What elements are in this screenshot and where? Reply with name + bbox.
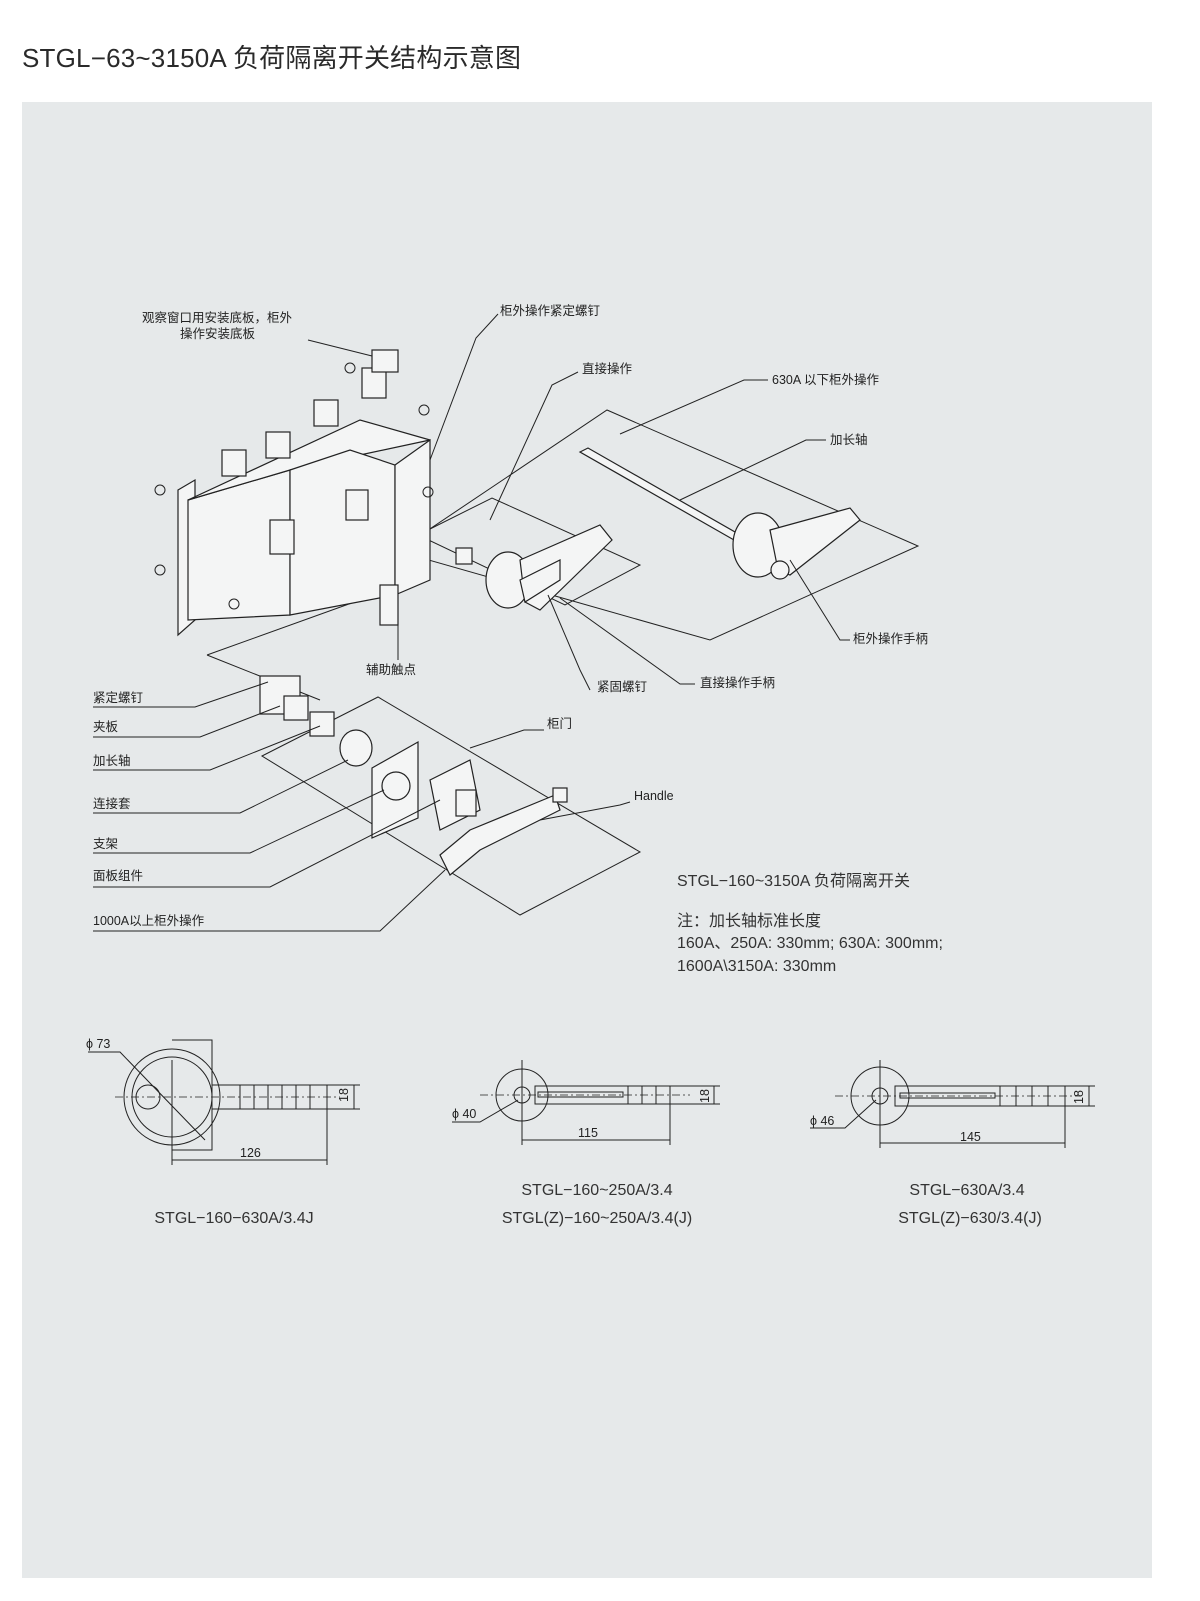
product-name: STGL−160~3150A 负荷隔离开关 xyxy=(677,872,910,890)
diagram-panel xyxy=(22,102,1152,1578)
label-mount-plate: 观察窗口用安装底板，柜外 xyxy=(142,310,293,325)
dim-diameter: ϕ 40 xyxy=(452,1107,476,1121)
leader-lines xyxy=(93,313,850,932)
label-direct-handle: 直接操作手柄 xyxy=(700,675,775,690)
model-caption: STGL−630A/3.4 xyxy=(909,1182,1024,1199)
dim-diameter: ϕ 46 xyxy=(810,1114,834,1128)
label-extension-shaft: 加长轴 xyxy=(830,432,868,447)
label-handle: Handle xyxy=(634,789,674,803)
page-title: STGL−63~3150A 负荷隔离开关结构示意图 xyxy=(22,43,522,73)
switch-body xyxy=(154,349,434,637)
label-left: 支架 xyxy=(93,837,118,851)
label-outer-handle: 柜外操作手柄 xyxy=(853,631,928,646)
dim-length: 115 xyxy=(578,1126,598,1140)
label-left: 面板组件 xyxy=(93,869,143,883)
label-left: 1000A以上柜外操作 xyxy=(93,913,205,928)
label-mount-plate-2: 操作安装底板 xyxy=(180,326,256,341)
door-handle-assembly xyxy=(259,675,568,876)
model-caption: STGL(Z)−160~250A/3.4(J) xyxy=(502,1210,692,1227)
label-direct-op: 直接操作 xyxy=(582,361,633,376)
dim-width: 18 xyxy=(698,1089,712,1103)
note-line: 160A、250A: 330mm; 630A: 300mm; xyxy=(677,935,943,952)
handle-dimension-2 xyxy=(452,1060,720,1145)
label-below-630a: 630A 以下柜外操作 xyxy=(772,372,879,387)
label-outer-set-screw: 柜外操作紧定螺钉 xyxy=(500,303,601,318)
dim-length: 126 xyxy=(240,1146,261,1160)
note-title: 注：加长轴标准长度 xyxy=(677,912,821,930)
dim-width: 18 xyxy=(337,1088,351,1102)
door-plane xyxy=(260,696,642,916)
handle-dimension-1 xyxy=(88,1039,360,1165)
label-aux-contact: 辅助触点 xyxy=(366,663,416,677)
outer-handle-assembly xyxy=(578,447,861,580)
model-caption: STGL−160−630A/3.4J xyxy=(154,1210,313,1227)
label-left: 连接套 xyxy=(93,796,131,811)
guide-line xyxy=(206,599,361,656)
label-left: 夹板 xyxy=(93,720,119,734)
dim-length: 145 xyxy=(960,1130,981,1144)
label-left: 加长轴 xyxy=(93,753,131,768)
model-caption: STGL(Z)−630/3.4(J) xyxy=(898,1210,1042,1227)
note-line: 1600A\3150A: 330mm xyxy=(677,958,836,975)
label-cabinet-door: 柜门 xyxy=(547,716,572,731)
handle-dimension-3 xyxy=(810,1060,1095,1148)
outer-op-plane xyxy=(395,409,920,641)
model-caption: STGL−160~250A/3.4 xyxy=(521,1182,672,1199)
dim-diameter: ϕ 73 xyxy=(86,1037,110,1051)
label-fastening-screw: 紧固螺钉 xyxy=(597,680,648,694)
dim-width: 18 xyxy=(1072,1090,1086,1104)
label-left: 紧定螺钉 xyxy=(93,690,144,705)
direct-handle-assembly xyxy=(455,524,613,611)
